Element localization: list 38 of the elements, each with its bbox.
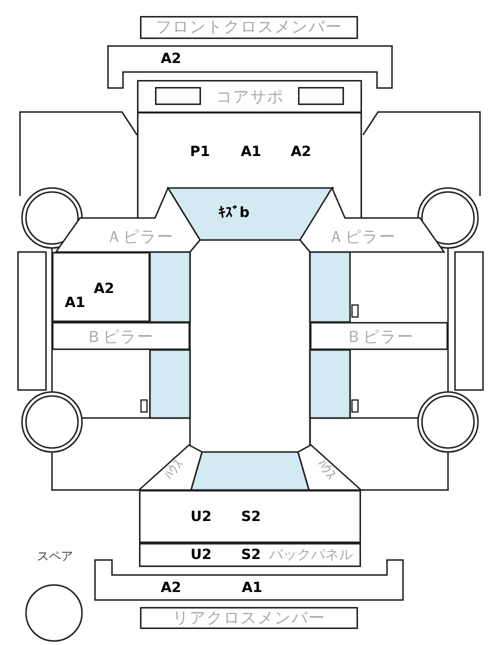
damage-code: S2 <box>241 510 261 524</box>
damage-code: A2 <box>160 581 182 595</box>
pillar-band <box>52 322 190 350</box>
part-label: リアクロスメンバー <box>172 610 326 626</box>
cross-member-box <box>140 607 358 629</box>
part-label: Ｂピラー <box>346 329 414 345</box>
back-panel <box>139 543 361 567</box>
pillar-band <box>300 188 444 252</box>
part-label: コアサポ <box>216 89 284 105</box>
bumper-shape <box>108 46 392 89</box>
part-label: スペア <box>37 550 73 562</box>
damage-code: A1 <box>242 581 262 595</box>
damage-code: S2 <box>241 548 261 562</box>
part-label: バックパネル <box>269 548 353 562</box>
small-box <box>298 87 344 105</box>
damage-code: U2 <box>190 548 212 562</box>
pillar-band <box>56 188 200 252</box>
damage-code: A1 <box>240 145 262 159</box>
part-label: Ｂピラー <box>86 329 154 345</box>
part-label: ﾊｳｽ <box>314 457 338 483</box>
core-support-box <box>137 80 362 113</box>
windshield <box>168 188 333 240</box>
damage-code: U2 <box>190 510 212 524</box>
cross-member-box <box>140 16 358 39</box>
damage-code: A1 <box>64 296 86 310</box>
damage-code: P1 <box>190 145 210 159</box>
damage-code: A2 <box>160 52 182 66</box>
part-label: ﾊｳｽ <box>162 457 186 483</box>
part-label: フロントクロスメンバー <box>156 19 342 35</box>
part-label: Ａピラー <box>328 229 396 245</box>
door-panel <box>52 252 150 322</box>
bumper-shape <box>95 560 403 600</box>
damage-code: A2 <box>290 145 312 159</box>
part-label: Ａピラー <box>106 229 174 245</box>
damage-code: A2 <box>94 282 114 296</box>
small-box <box>155 87 201 105</box>
pillar-band <box>310 322 448 350</box>
damage-code: ｷｽﾞb <box>218 206 250 220</box>
